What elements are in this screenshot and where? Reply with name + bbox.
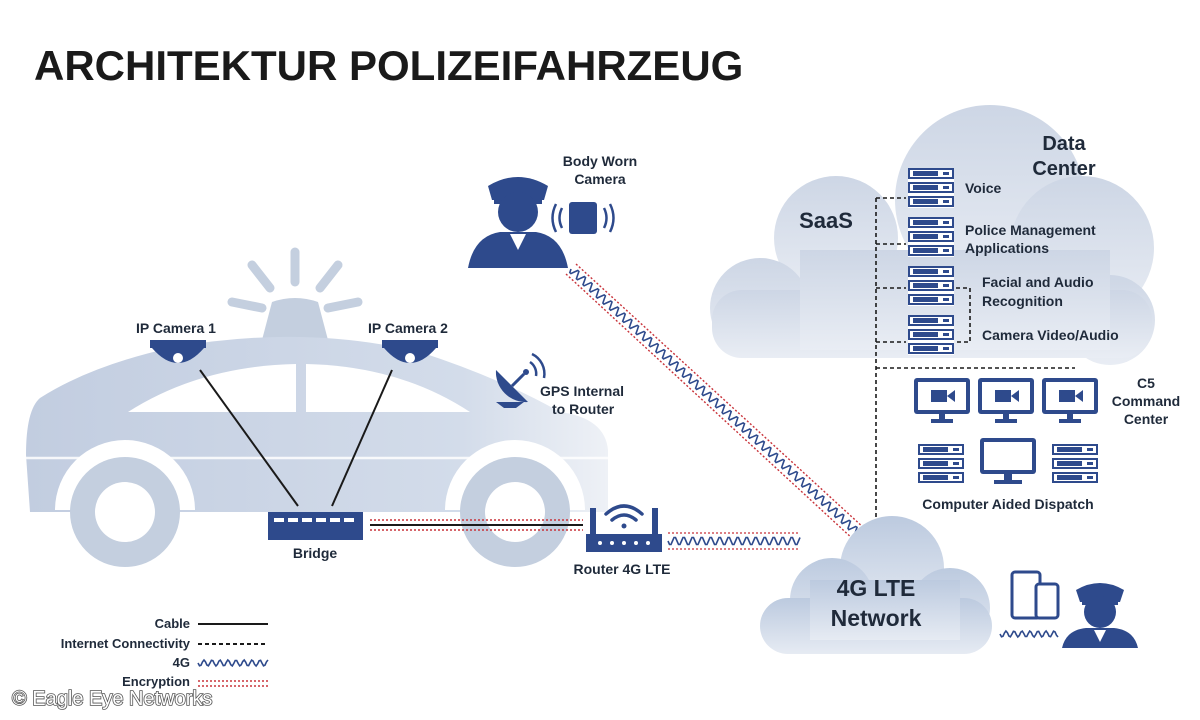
- dispatch-server-icon: [918, 444, 964, 484]
- facial-audio-label: Facial and Audio: [982, 274, 1094, 290]
- body-worn-camera-label: Body Worn: [563, 153, 637, 169]
- router-label: Router 4G LTE: [574, 561, 671, 577]
- legend: Cable Internet Connectivity 4G Encryptio…: [61, 616, 269, 689]
- command-monitor-icon: [1042, 378, 1098, 423]
- bridge-label: Bridge: [293, 545, 338, 561]
- satellite-dish-icon: [495, 352, 546, 408]
- c5-label: Command: [1112, 393, 1180, 409]
- saas-label: SaaS: [799, 208, 853, 233]
- gps-label: to Router: [552, 401, 615, 417]
- lte-network-label: 4G LTE: [837, 575, 916, 601]
- copyright: © Eagle Eye Networks: [12, 688, 212, 710]
- facial-audio-label: Recognition: [982, 293, 1063, 309]
- police-officer-icon: [1062, 583, 1138, 648]
- cable-camera-2: [331, 369, 393, 507]
- legend-internet-label: Internet Connectivity: [61, 636, 191, 651]
- body-worn-camera-label: Camera: [574, 171, 626, 187]
- command-monitor-icon: [914, 378, 970, 423]
- c5-label: C5: [1137, 375, 1155, 391]
- mobile-4g-link: [999, 629, 1059, 639]
- police-car: [24, 247, 608, 567]
- router-icon: [586, 508, 662, 552]
- dispatch-server-icon: [1052, 444, 1098, 484]
- data-center-label: Center: [1032, 158, 1096, 180]
- bodycam-lte-link: [565, 263, 865, 541]
- car-window: [306, 364, 470, 412]
- legend-4g-line: [197, 658, 269, 668]
- page-title: ARCHITEKTUR POLIZEIFAHRZEUG: [34, 42, 743, 89]
- ip-camera-2-icon: [382, 340, 438, 363]
- internet-connectivity-lines: [875, 197, 1075, 520]
- ip-camera-2-label: IP Camera 2: [368, 320, 448, 336]
- cable-camera-1: [199, 369, 299, 507]
- dispatch-computer-icon: [980, 438, 1036, 484]
- bridge-icon: [268, 512, 363, 540]
- ip-camera-1-label: IP Camera 1: [136, 320, 216, 336]
- c5-label: Center: [1124, 411, 1169, 427]
- legend-cable-label: Cable: [155, 616, 190, 631]
- voice-label: Voice: [965, 180, 1002, 196]
- lte-network-label: Network: [831, 605, 922, 631]
- voice-server-icon: [908, 168, 954, 208]
- police-management-label: Applications: [965, 240, 1049, 256]
- lte-network-cloud: [760, 516, 992, 654]
- body-worn-camera-icon: [551, 202, 615, 234]
- legend-4g-label: 4G: [173, 655, 190, 670]
- police-management-label: Police Management: [965, 222, 1096, 238]
- gps-label: GPS Internal: [540, 383, 624, 399]
- dispatch-label: Computer Aided Dispatch: [922, 496, 1093, 512]
- router-lte-link: [667, 536, 801, 546]
- data-center-label: Data: [1042, 133, 1086, 155]
- legend-encryption-label: Encryption: [122, 674, 190, 689]
- facial-audio-server-icon: [908, 266, 954, 306]
- camera-video-server-icon: [908, 315, 954, 355]
- mobile-devices-icon: [1010, 570, 1060, 620]
- police-management-server-icon: [908, 217, 954, 257]
- police-officer-icon: [468, 177, 568, 268]
- light-bar-rays-icon: [227, 247, 363, 313]
- ip-camera-1-icon: [150, 340, 206, 363]
- bridge-router-link: [370, 519, 583, 531]
- wifi-icon: [604, 504, 644, 529]
- light-bar-icon: [262, 298, 328, 340]
- camera-video-audio-label: Camera Video/Audio: [982, 327, 1119, 343]
- command-monitor-icon: [978, 378, 1034, 423]
